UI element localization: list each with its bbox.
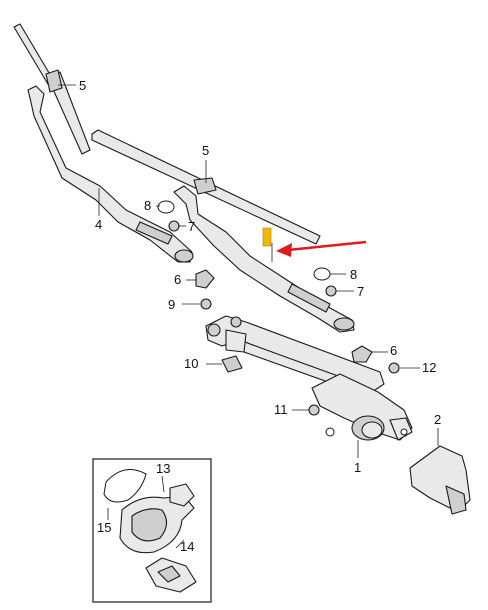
highlight-marker [262, 227, 272, 247]
callout-6b: 6 [390, 343, 397, 358]
callout-7a: 7 [188, 219, 195, 234]
callout-15: 15 [97, 520, 111, 535]
callout-14: 14 [180, 539, 194, 554]
grommet-right [351, 345, 373, 363]
callout-2: 2 [434, 412, 441, 427]
nut-upper [168, 220, 180, 232]
control-module [409, 445, 471, 515]
inset-box [92, 458, 212, 603]
callout-8a: 8 [144, 198, 151, 213]
callout-12: 12 [422, 360, 436, 375]
nut-11 [308, 404, 320, 416]
wiper-arm-right [173, 185, 355, 333]
seal-ring-upper [157, 200, 175, 214]
grommet-left [195, 269, 215, 289]
callout-11: 11 [274, 402, 288, 417]
callout-9: 9 [168, 297, 175, 312]
callout-13: 13 [156, 461, 170, 476]
wiper-linkage-frame [205, 315, 413, 441]
washer-11 [325, 427, 335, 437]
nut-12 [388, 362, 400, 374]
wiper-blade-left [13, 23, 91, 155]
seal-ring-right [313, 267, 331, 281]
highlight-arrow [276, 240, 367, 257]
leader-lines [58, 84, 439, 458]
gasket-15 [103, 469, 147, 503]
callout-4: 4 [95, 217, 102, 232]
callout-5a: 5 [79, 78, 86, 93]
callout-6a: 6 [174, 272, 181, 287]
callout-10: 10 [184, 356, 198, 371]
callout-5b: 5 [202, 143, 209, 158]
callout-7b: 7 [357, 284, 364, 299]
wiper-blade-center [91, 129, 321, 245]
clip-10 [221, 355, 243, 373]
nut-right [325, 285, 337, 297]
bolt-9 [200, 298, 212, 310]
wiper-arm-left [27, 85, 194, 263]
callout-1: 1 [354, 460, 361, 475]
callout-8b: 8 [350, 267, 357, 282]
